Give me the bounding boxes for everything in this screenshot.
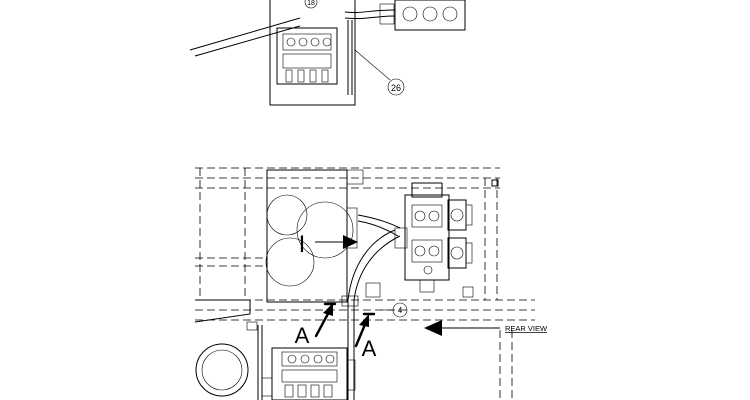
frame-top-dashed [195, 167, 500, 179]
callout-18: 18 [307, 0, 315, 7]
hydraulic-pump [394, 182, 473, 293]
callout-26-leader [354, 49, 391, 81]
view-a-left: A [295, 302, 337, 348]
small-bracket [246, 321, 258, 331]
frame-mid-dashed [195, 257, 265, 267]
rear-view-arrow: REAR VIEW [424, 320, 548, 336]
top-view: 26 18 [189, 0, 466, 106]
mount-block-2 [462, 286, 474, 298]
ramp-shape [194, 299, 251, 323]
callout-18-circle [304, 0, 318, 9]
hose-feed [357, 214, 401, 229]
bottom-control-valve [257, 325, 356, 400]
reservoir-tank [265, 169, 364, 303]
frame-bottom-dashed [195, 299, 535, 321]
view-a-right: A [354, 312, 377, 361]
top-chassis-line [189, 17, 301, 57]
top-control-valve [276, 27, 338, 85]
frame-lower-right [499, 330, 513, 400]
callout-4: 4 [398, 306, 403, 315]
callout-26: 26 [391, 83, 401, 93]
top-frame [269, 0, 356, 106]
mount-block-1 [365, 282, 381, 298]
view-a-left-label: A [295, 323, 310, 348]
frame-right-verticals [484, 178, 498, 300]
callout-26-circle [387, 78, 405, 96]
frame-bracket [491, 179, 499, 187]
hose-clamp [341, 295, 359, 307]
drum-circle [195, 343, 249, 397]
hose-feed-2 [357, 220, 399, 237]
section-arrow-label: I [299, 231, 306, 258]
bottom-view: 4 I A A REAR VIEW [194, 167, 548, 400]
drum-inner [201, 349, 243, 391]
view-a-right-label: A [362, 336, 377, 361]
hose-main-2 [353, 235, 401, 400]
frame-left-verticals [199, 168, 246, 300]
top-hose-b [344, 15, 396, 20]
top-hose-c [347, 20, 353, 95]
rear-view-label: REAR VIEW [505, 324, 548, 333]
top-hose-a [344, 9, 396, 14]
hose-main-1 [347, 229, 396, 400]
top-pump [379, 0, 466, 31]
section-arrow-i: I [299, 231, 358, 258]
callout-4-circle [392, 302, 408, 318]
